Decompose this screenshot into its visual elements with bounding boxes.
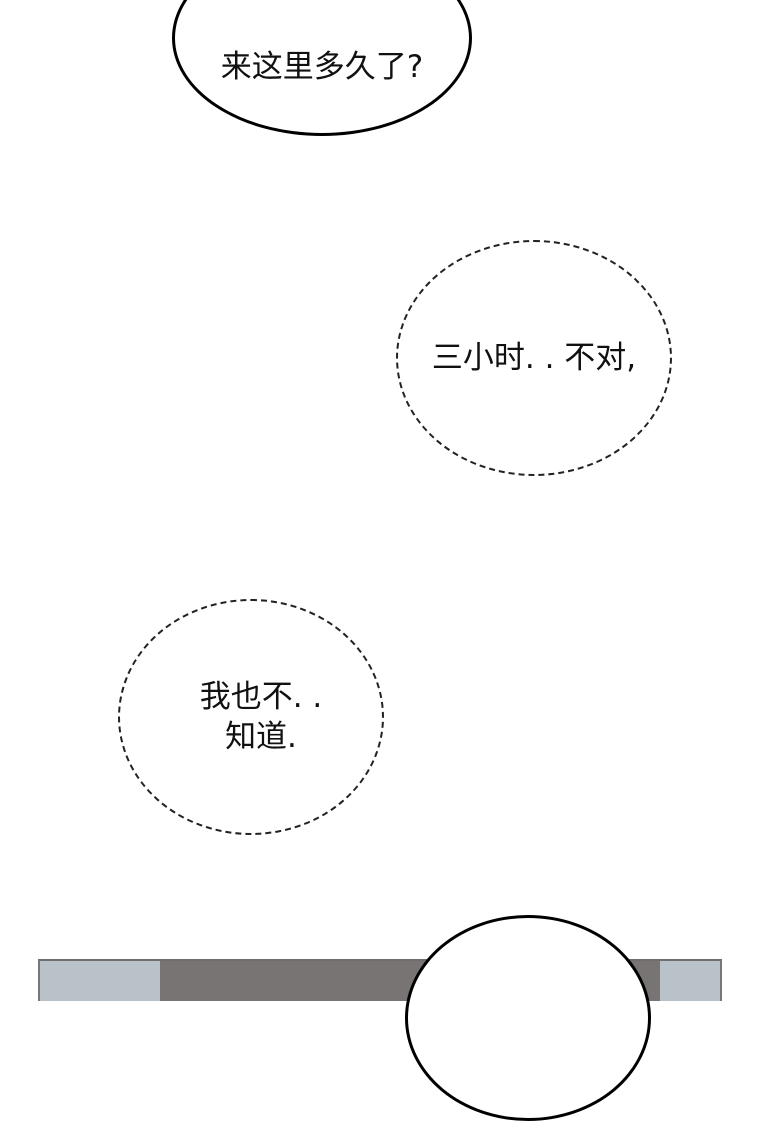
bubble-text: 来这里多久了?: [220, 49, 424, 85]
thought-bubble-2: 三小时. . 不对,: [396, 240, 672, 476]
speech-bubble-1: 来这里多久了?: [172, 0, 472, 136]
bubble-text: 我也不. . 知道.: [199, 679, 323, 755]
thought-bubble-3: 我也不. . 知道.: [118, 599, 384, 835]
bubble-text: 三小时. . 不对,: [431, 340, 637, 376]
speech-bubble-4: [405, 915, 651, 1121]
